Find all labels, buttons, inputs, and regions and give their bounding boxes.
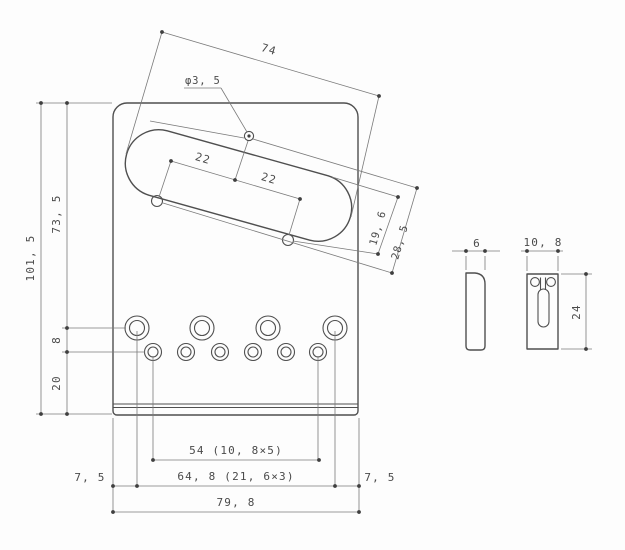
dimension-19-6-28-5: 19, 6 28, 5 — [149, 120, 419, 275]
dim-label-7-5-right: 7, 5 — [364, 471, 395, 484]
dim-label-28-5: 28, 5 — [389, 223, 411, 261]
string-hole-4 — [243, 342, 263, 362]
saddle-screw-hole-right — [546, 277, 556, 287]
dim-label-22-right: 22 — [260, 170, 279, 187]
side-view-saddle: 10, 8 24 — [521, 236, 592, 351]
dimension-bottom-stack: 54 (10, 8×5) 7, 5 64, 8 (21, 6×3) 7, 5 7… — [74, 331, 395, 514]
dim-label-79-8: 79, 8 — [216, 496, 255, 509]
dim-label-101-5: 101, 5 — [24, 235, 37, 282]
pickup-mount-hole-left — [150, 194, 164, 208]
dim-label-22-left: 22 — [194, 150, 213, 167]
dim-label-7-5-left: 7, 5 — [74, 471, 105, 484]
string-hole-5 — [276, 342, 296, 362]
side-view-thickness: 6 — [452, 237, 500, 351]
center-hole-mark — [247, 134, 251, 138]
saddle-outline — [526, 273, 559, 350]
dim-label-10-8: 10, 8 — [523, 236, 562, 249]
pickup-mount-hole-right — [281, 233, 295, 247]
dimension-22-22: 22 22 — [158, 140, 302, 236]
dim-label-8: 8 — [50, 336, 63, 344]
dim-label-24: 24 — [570, 304, 583, 320]
dimension-74: 74 — [125, 30, 381, 218]
center-hole — [243, 130, 255, 142]
dimension-left-stack: 101, 5 73, 5 8 20 — [24, 101, 145, 416]
dim-label-54: 54 (10, 8×5) — [189, 444, 283, 457]
screw-hole-3 — [255, 315, 281, 341]
dim-label-6: 6 — [473, 237, 481, 250]
dimension-center-hole-dia: φ3, 5 — [184, 75, 248, 133]
dim-label-20: 20 — [50, 375, 63, 391]
dim-label-74: 74 — [260, 41, 279, 58]
screw-hole-2 — [189, 315, 215, 341]
bridge-plate-front-view — [112, 102, 359, 416]
saddle-slot — [537, 288, 550, 328]
dim-label-hole-dia: φ3, 5 — [185, 75, 221, 87]
string-hole-3 — [210, 342, 230, 362]
saddle-screw-hole-left — [530, 277, 540, 287]
pickup-cavity — [124, 129, 353, 242]
dim-label-64-8: 64, 8 (21, 6×3) — [177, 470, 294, 483]
thickness-profile-outline — [465, 272, 486, 351]
plate-outline — [112, 102, 359, 416]
dim-label-19-6: 19, 6 — [367, 209, 389, 247]
dim-label-73-5: 73, 5 — [50, 194, 63, 233]
string-hole-2 — [176, 342, 196, 362]
